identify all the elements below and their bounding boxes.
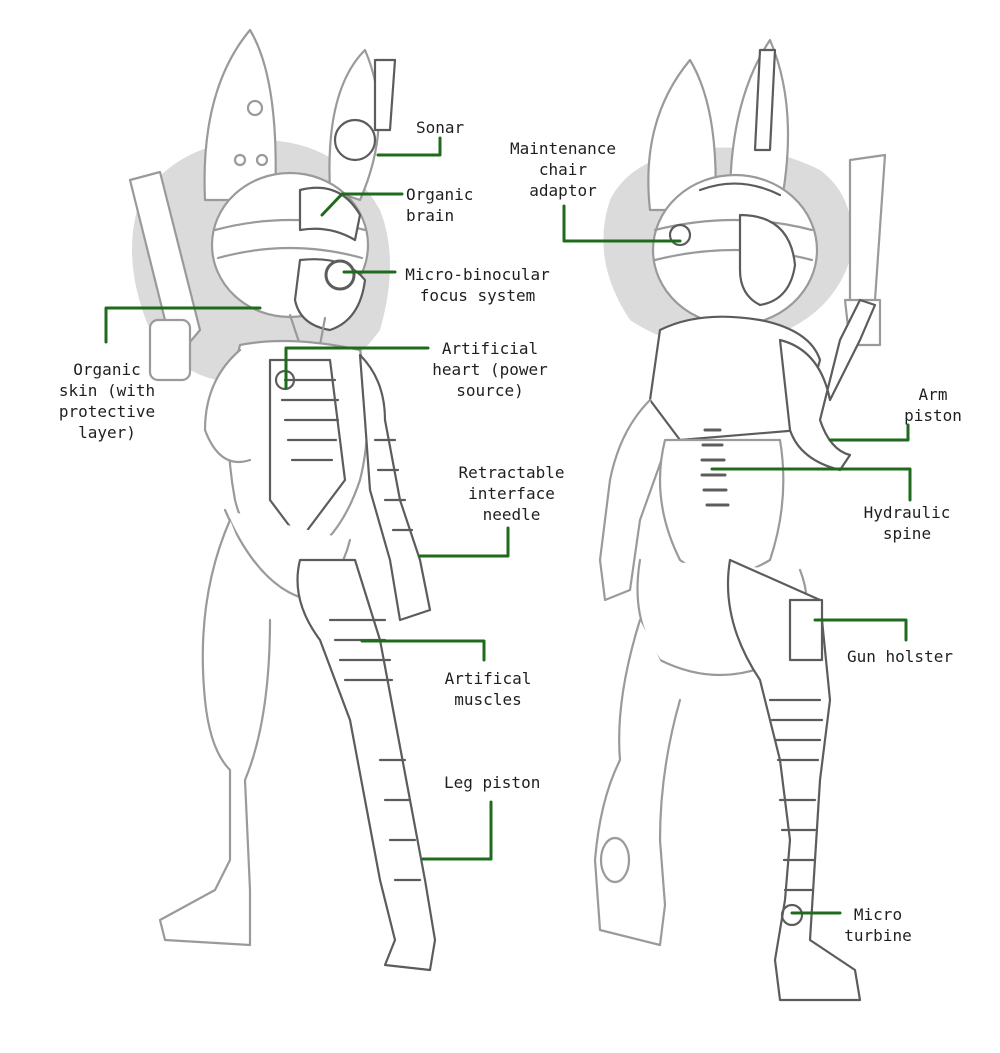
front-right-leg (296, 558, 437, 972)
leader-retractable-needle (418, 526, 510, 558)
back-right-arm (778, 298, 877, 472)
label-sonar: Sonar (416, 118, 465, 137)
front-left-ear (203, 28, 277, 202)
back-left-arm (598, 398, 667, 602)
label-artificial-heart: Artificial heart (power source) (432, 339, 548, 400)
leader-leg-piston (421, 800, 493, 861)
front-gun (128, 170, 202, 362)
back-left-leg (593, 618, 682, 947)
label-retractable-needle: Retractable interface needle (458, 463, 565, 524)
label-artifical-muscles: Artifical muscles (444, 669, 532, 709)
front-sonar (373, 58, 397, 132)
front-figure (128, 28, 437, 972)
front-right-arm (358, 353, 432, 622)
leader-lines (104, 136, 912, 915)
leader-organic-brain (320, 192, 404, 217)
back-gun (848, 153, 887, 307)
back-figure (593, 38, 887, 1002)
leader-hydraulic-spine (710, 467, 912, 502)
label-arm-piston: Arm piston (904, 385, 962, 425)
leader-arm-piston (828, 423, 910, 442)
leader-organic-skin (104, 306, 262, 344)
front-left-arm (203, 348, 252, 464)
leader-artifical-muscles (360, 639, 486, 662)
label-organic-skin: Organic skin (with protective layer) (58, 360, 156, 442)
label-gun-holster: Gun holster (847, 647, 953, 666)
leader-maintenance-chair (562, 204, 682, 243)
label-micro-binocular: Micro-binocular focus system (405, 265, 550, 305)
label-organic-brain: Organic brain (406, 185, 474, 225)
front-left-leg (158, 518, 272, 947)
back-shoulders (648, 315, 822, 442)
back-right-leg (726, 558, 862, 1002)
label-leg-piston: Leg piston (444, 773, 541, 792)
back-left-ear (647, 58, 717, 212)
leader-artificial-heart (284, 346, 430, 390)
leader-gun-holster (813, 618, 908, 642)
label-maintenance-chair: Maintenance chair adaptor (510, 139, 616, 200)
label-hydraulic-spine: Hydraulic spine (863, 503, 951, 543)
label-micro-turbine: Micro turbine (844, 905, 912, 945)
leader-sonar (376, 136, 442, 157)
